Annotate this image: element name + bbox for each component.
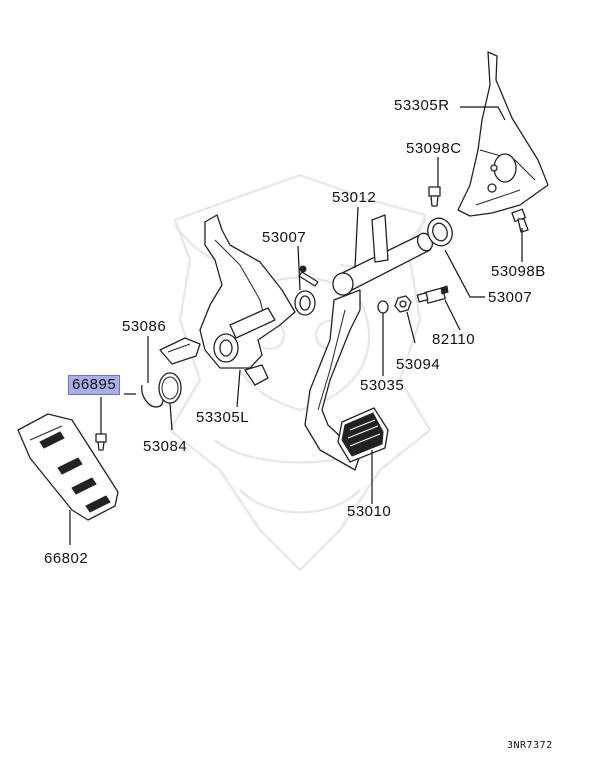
bracket-53305L: [159, 214, 296, 386]
label-53098C[interactable]: 53098C: [406, 140, 462, 157]
label-66895-highlighted[interactable]: 66895: [68, 375, 121, 395]
bushing-53007-left: [294, 290, 316, 316]
bolt-53098C: [428, 186, 441, 207]
switch-82110: [416, 285, 449, 304]
label-53007-left[interactable]: 53007: [262, 229, 307, 246]
label-53305L[interactable]: 53305L: [196, 409, 250, 426]
shaft-53012: [332, 214, 434, 296]
label-66802[interactable]: 66802: [44, 550, 89, 567]
accelerator-pad-66802: [17, 413, 119, 521]
bracket-53305R: [457, 51, 549, 217]
label-82110[interactable]: 82110: [432, 331, 476, 348]
bushing-53007-right: [427, 217, 453, 247]
label-53010[interactable]: 53010: [347, 503, 392, 520]
screw-66895: [95, 433, 107, 451]
label-53305R[interactable]: 53305R: [394, 97, 450, 114]
label-53094[interactable]: 53094: [396, 356, 441, 373]
pin-clip: [298, 265, 319, 287]
label-53084[interactable]: 53084: [143, 438, 188, 455]
ring-53084: [158, 372, 182, 404]
label-53007-right[interactable]: 53007: [488, 289, 533, 306]
label-53035[interactable]: 53035: [360, 377, 405, 394]
label-53012[interactable]: 53012: [332, 189, 377, 206]
stopper-53035: [377, 300, 389, 314]
nut-53094: [394, 295, 412, 313]
label-53098B[interactable]: 53098B: [491, 263, 546, 280]
diagram-code: 3NR7372: [507, 740, 553, 751]
leader-lines: [69, 106, 523, 545]
bolt-53098B: [511, 208, 529, 233]
pedal-pad-53010: [337, 407, 389, 463]
label-53086[interactable]: 53086: [122, 318, 167, 335]
